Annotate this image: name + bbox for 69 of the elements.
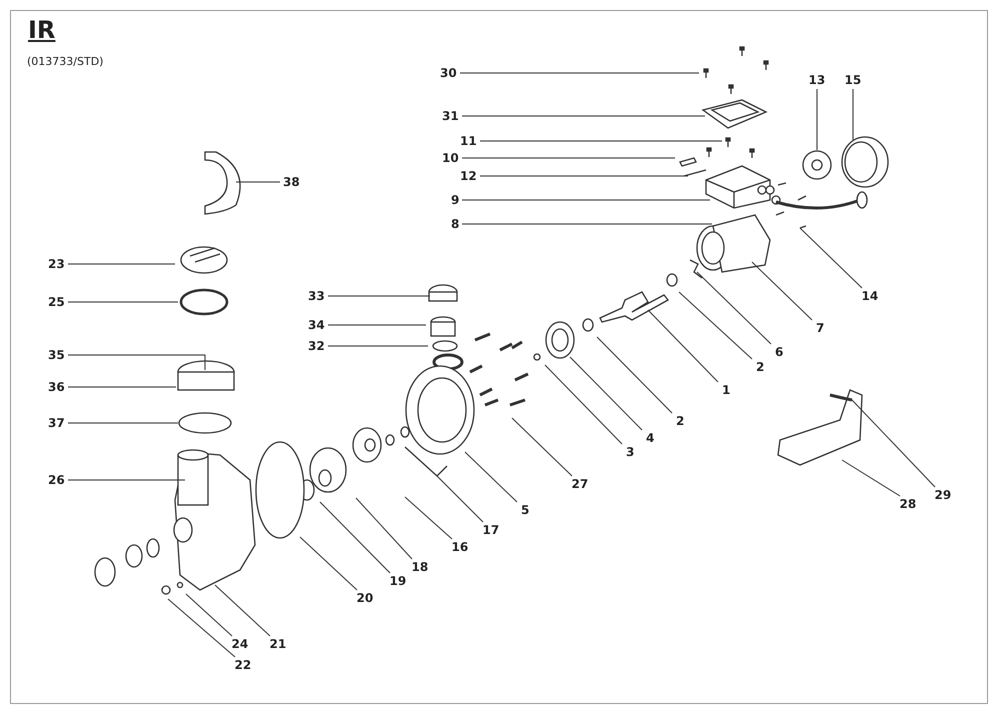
leader-line <box>320 502 390 574</box>
callout-number: 26 <box>48 473 65 487</box>
leader-line <box>328 324 426 326</box>
callout-number: 36 <box>48 380 65 394</box>
leader-line <box>186 594 232 636</box>
callout-number: 31 <box>442 109 459 123</box>
callout-number: 22 <box>234 658 252 672</box>
callout-number: 10 <box>442 151 459 165</box>
title: IR <box>28 16 56 44</box>
callout-number: 20 <box>356 591 374 605</box>
leader-line <box>512 418 572 476</box>
callout-number: 29 <box>934 488 952 502</box>
callout-number: 37 <box>48 416 65 430</box>
callout-number: 4 <box>646 431 654 445</box>
callout-number: 28 <box>900 497 916 511</box>
leader-line <box>460 72 700 74</box>
leader-line <box>800 228 862 288</box>
leader-line <box>464 452 518 502</box>
callout-number: 2 <box>756 360 764 374</box>
leader-line <box>68 354 206 370</box>
leader-line <box>696 272 772 344</box>
callout-number: 1 <box>722 383 730 397</box>
leader-line <box>436 476 484 522</box>
leader-line <box>752 262 812 320</box>
leader-line <box>852 400 936 488</box>
callout-number: 2 <box>676 414 684 428</box>
leader-line <box>852 88 854 140</box>
callout-number: 7 <box>816 321 824 335</box>
leader-line <box>570 356 642 430</box>
callout-number: 9 <box>451 193 460 207</box>
callout-number: 19 <box>390 574 406 588</box>
callout-number: 33 <box>308 289 325 303</box>
leader-line <box>68 386 176 388</box>
leader-line <box>404 496 452 540</box>
leader-line <box>68 422 178 424</box>
callout-number: 27 <box>572 477 588 491</box>
callout-number: 32 <box>308 339 325 353</box>
leader-line <box>214 584 270 636</box>
callout-number: 16 <box>452 540 468 554</box>
leader-line <box>544 364 622 444</box>
callout-number: 3 <box>626 445 634 459</box>
callout-number: 30 <box>440 66 457 80</box>
leader-line <box>816 88 818 150</box>
callout-number: 8 <box>451 217 460 231</box>
leader-line <box>300 536 358 590</box>
callout-number: 24 <box>232 637 248 651</box>
callout-number: 6 <box>775 345 784 359</box>
callout-number: 5 <box>521 503 530 517</box>
leader-line <box>678 292 752 360</box>
callout-number: 38 <box>283 175 300 189</box>
leader-line <box>480 140 722 142</box>
callout-number: 13 <box>808 73 826 87</box>
callout-number: 23 <box>48 257 65 271</box>
leader-line <box>356 498 412 560</box>
callout-number: 21 <box>270 637 286 651</box>
callout-number: 11 <box>460 134 477 148</box>
reference-code: (013733/STD) <box>27 55 104 69</box>
callout-number: 12 <box>460 169 477 183</box>
callout-number: 35 <box>48 348 65 362</box>
leader-line <box>596 336 672 414</box>
callout-number: 15 <box>844 73 862 87</box>
leader-line <box>842 460 900 496</box>
callout-number: 18 <box>412 560 428 574</box>
leader-line <box>168 598 236 658</box>
callout-number: 14 <box>862 289 878 303</box>
callout-number: 25 <box>48 295 65 309</box>
callout-number: 34 <box>308 318 325 332</box>
leader-line <box>648 310 718 382</box>
callout-number: 17 <box>482 523 500 537</box>
